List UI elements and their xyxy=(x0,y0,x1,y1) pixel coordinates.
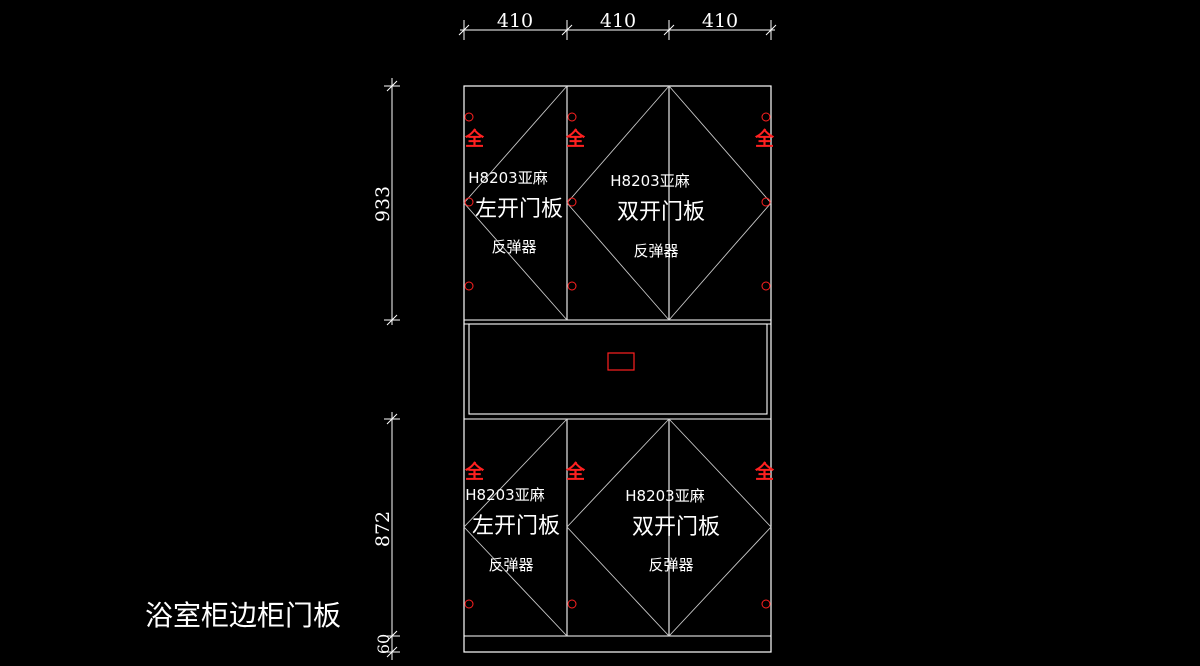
lower-left-type: 左开门板 xyxy=(472,514,560,539)
open-shelf xyxy=(464,323,771,420)
lower-door-swing-lines xyxy=(463,418,772,637)
lower-left-material: H8203亚麻 xyxy=(465,486,544,504)
dim-top-3: 410 xyxy=(702,10,738,32)
left-dimension xyxy=(384,78,400,660)
cabinet-frame xyxy=(463,85,772,653)
dim-top-2: 410 xyxy=(600,10,636,32)
hinge-mark-upper-3: 全 xyxy=(754,127,775,150)
hinge-mark-lower-2: 全 xyxy=(565,460,586,483)
upper-door-swing-lines xyxy=(463,85,772,321)
dim-top-1: 410 xyxy=(497,10,533,32)
handle-cutout xyxy=(607,352,635,371)
lower-left-fitting: 反弹器 xyxy=(488,556,533,574)
upper-left-fitting: 反弹器 xyxy=(491,238,536,256)
upper-left-type: 左开门板 xyxy=(475,197,563,222)
lower-right-material: H8203亚麻 xyxy=(625,487,704,505)
hinge-mark-upper-2: 全 xyxy=(565,127,586,150)
upper-right-material: H8203亚麻 xyxy=(610,172,689,190)
dim-plinth-height: 60 xyxy=(374,634,393,654)
top-dimension xyxy=(458,20,777,40)
upper-right-type: 双开门板 xyxy=(617,200,705,225)
drawing-title: 浴室柜边柜门板 xyxy=(145,599,341,632)
upper-right-fitting: 反弹器 xyxy=(633,242,678,260)
lower-right-type: 双开门板 xyxy=(632,515,720,540)
hinge-mark-lower-3: 全 xyxy=(754,460,775,483)
dim-lower-height: 872 xyxy=(372,511,394,547)
hinge-mark-lower-1: 全 xyxy=(464,460,485,483)
upper-left-material: H8203亚麻 xyxy=(468,169,547,187)
lower-right-fitting: 反弹器 xyxy=(648,556,693,574)
dim-upper-height: 933 xyxy=(372,186,394,222)
hinge-circles xyxy=(464,112,771,609)
hinge-mark-upper-1: 全 xyxy=(464,127,485,150)
